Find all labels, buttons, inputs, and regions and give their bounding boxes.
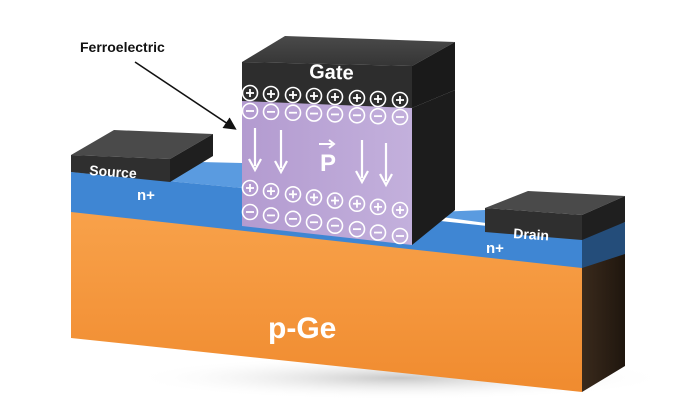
ferroelectric-charges <box>241 102 409 245</box>
drain-top <box>485 191 625 215</box>
vector-overbar-arrowhead <box>328 139 336 149</box>
gate-front <box>242 62 412 108</box>
ferroelectric-callout-label: Ferroelectric <box>80 39 165 55</box>
channel-negative-charge-icon <box>241 203 259 221</box>
ferroelectric-callout: Ferroelectric <box>80 39 237 130</box>
ferroelectric-layer: P <box>241 90 455 245</box>
source-front <box>71 155 170 182</box>
fe-bottom-positive-charge-icon <box>241 179 259 197</box>
channel-negative-charge-icon <box>391 227 409 245</box>
source-doping-label: n+ <box>137 187 155 204</box>
source-side <box>170 134 213 182</box>
polarization-arrows: P <box>248 128 393 188</box>
polarization-down-arrow-icon <box>379 143 393 188</box>
drain-front <box>485 208 582 240</box>
gate-positive-charge-icon <box>348 89 366 107</box>
polarization-down-arrow-icon <box>248 128 262 173</box>
substrate-right-face <box>582 236 625 392</box>
source-top <box>71 130 213 159</box>
gate-top <box>242 36 455 66</box>
fe-top-negative-charge-icon <box>241 102 259 120</box>
callout-arrow <box>134 61 237 130</box>
gate-electrode: Gate <box>241 36 455 109</box>
fe-bottom-positive-charge-icon <box>284 185 302 203</box>
fe-top-negative-charge-icon <box>284 104 302 122</box>
channel-negative-charge-icon <box>369 224 387 241</box>
fe-top-negative-charge-icon <box>391 108 409 126</box>
substrate-label: p-Ge <box>268 312 336 345</box>
gate-positive-charge-icon <box>262 85 280 103</box>
source-contact: Source n+ <box>71 130 213 204</box>
channel-negative-charge-icon <box>284 210 302 228</box>
ferroelectric-front <box>242 94 412 245</box>
gate-positive-charge-icon <box>305 87 323 105</box>
drain-doping-label: n+ <box>486 240 504 257</box>
gate-positive-charge-icon <box>326 88 344 106</box>
gate-positive-charge-icon <box>241 84 259 102</box>
fe-bottom-positive-charge-icon <box>369 198 387 216</box>
drain-label: Drain <box>513 225 550 243</box>
drain-contact: Drain n+ <box>485 191 625 257</box>
channel-negative-charge-icon <box>326 217 344 235</box>
gate-side <box>412 42 455 108</box>
fe-bottom-positive-charge-icon <box>348 195 366 213</box>
fe-top-negative-charge-icon <box>326 106 344 123</box>
gate-label: Gate <box>309 61 354 85</box>
source-label: Source <box>89 162 138 181</box>
fe-bottom-positive-charge-icon <box>391 201 409 219</box>
gate-positive-charge-icon <box>284 86 302 104</box>
channel-negative-charge-icon <box>305 213 323 231</box>
fe-top-negative-charge-icon <box>348 106 366 124</box>
fe-top-negative-charge-icon <box>305 105 323 122</box>
gate-positive-charge-icon <box>391 91 409 109</box>
polarization-down-arrow-icon <box>274 130 288 175</box>
polarization-label: P <box>320 150 336 177</box>
ferroelectric-side <box>412 90 455 245</box>
fe-bottom-positive-charge-icon <box>262 182 280 200</box>
drain-side <box>582 196 625 240</box>
fe-bottom-positive-charge-icon <box>326 192 344 209</box>
fe-top-negative-charge-icon <box>262 103 280 121</box>
polarization-down-arrow-icon <box>355 140 369 185</box>
gate-charges <box>241 84 409 109</box>
gate-positive-charge-icon <box>369 90 387 108</box>
fe-top-negative-charge-icon <box>369 107 387 125</box>
channel-negative-charge-icon <box>348 220 366 238</box>
channel-negative-charge-icon <box>262 207 280 224</box>
fe-bottom-positive-charge-icon <box>305 189 323 206</box>
